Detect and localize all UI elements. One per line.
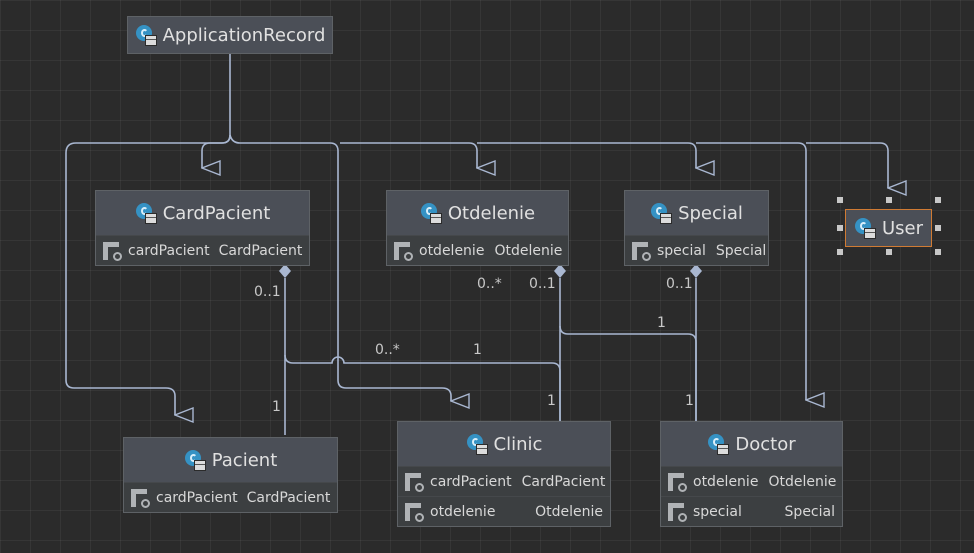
field-name: special [693,503,742,520]
selection-handle[interactable] [837,225,843,231]
field-type: Special [784,503,835,520]
class-name: Doctor [735,433,796,455]
field-row[interactable]: cardPacient CardPacient [96,235,309,265]
inheritance-edge-cardpacient [202,134,231,168]
inheritance-edge-doctor [696,142,806,400]
field-name: cardPacient [156,489,238,506]
multiplicity-label: 1 [657,315,666,331]
class-name: User [881,217,924,239]
multiplicity-label: 1 [473,342,482,358]
field-name: cardPacient [128,242,210,259]
field-icon [103,241,122,261]
class-node-user[interactable]: User [845,209,932,247]
field-type: Otdelenie [535,503,603,520]
composition-diamond-cardpacient [279,264,291,278]
field-type: Special [715,242,767,259]
multiplicity-label: 0..* [375,342,400,358]
selection-handle[interactable] [935,249,941,255]
field-type: Otdelenie [494,242,563,259]
class-node-otdelenie[interactable]: Otdelenie otdelenie Otdelenie [386,190,569,266]
selection-handle[interactable] [886,197,892,203]
field-row[interactable]: cardPacient CardPacient [124,482,337,512]
inheritance-edge-clinic [229,134,451,401]
field-row[interactable]: special Special [625,235,768,265]
field-name: cardPacient [430,473,512,490]
class-name: Pacient [211,449,278,471]
inheritance-edge-user [806,142,888,188]
multiplicity-label: 0..* [477,276,502,292]
field-name: otdelenie [419,242,485,259]
class-name: CardPacient [162,202,271,224]
field-name: otdelenie [430,503,496,520]
selection-handle[interactable] [935,225,941,231]
field-icon [394,241,413,261]
selection-handle[interactable] [837,197,843,203]
class-icon [466,433,488,455]
field-type: Otdelenie [768,473,837,490]
field-name: otdelenie [693,473,759,490]
class-name: Clinic [493,433,543,455]
multiplicity-label: 0..1 [254,284,281,300]
field-icon [405,472,424,492]
inheritance-edge-special [477,142,696,168]
class-icon [420,202,442,224]
inheritance-edge-otdelenie [340,142,477,168]
class-name: ApplicationRecord [162,24,326,46]
class-node-doctor[interactable]: Doctor otdelenie Otdelenie special Speci… [660,421,843,527]
field-row[interactable]: special Special [661,496,842,526]
selection-handle[interactable] [935,197,941,203]
selection-handle[interactable] [886,249,892,255]
selection-handle[interactable] [837,249,843,255]
class-name: Special [678,202,743,224]
class-icon [135,24,157,46]
multiplicity-label: 1 [547,393,556,409]
field-icon [131,488,150,508]
class-node-special[interactable]: Special special Special [624,190,769,266]
class-node-cardpacient[interactable]: CardPacient cardPacient CardPacient [95,190,310,266]
multiplicity-label: 0..1 [529,276,556,292]
field-icon [668,472,687,492]
field-row[interactable]: otdelenie Otdelenie [398,496,610,526]
class-icon [707,433,730,455]
class-icon [854,217,876,239]
field-row[interactable]: cardPacient CardPacient [398,466,610,496]
field-icon [405,502,424,522]
field-row[interactable]: otdelenie Otdelenie [387,235,568,265]
field-name: special [657,242,706,259]
multiplicity-label: 0..1 [666,276,693,292]
multiplicity-label: 1 [272,399,281,415]
field-icon [668,502,687,522]
multiplicity-label: 1 [685,393,694,409]
class-icon [184,449,206,471]
field-type: CardPacient [218,242,303,259]
field-icon [632,241,651,261]
class-node-clinic[interactable]: Clinic cardPacient CardPacient otdelenie… [397,421,611,527]
class-node-applicationrecord[interactable]: ApplicationRecord [127,16,333,54]
class-icon [650,202,673,224]
assoc-cardpacient-clinic [284,354,561,421]
assoc-otdelenie-doctor [559,325,697,421]
field-type: CardPacient [521,473,606,490]
field-type: CardPacient [246,489,331,506]
composition-diamond-otdelenie [554,264,566,278]
class-node-pacient[interactable]: Pacient cardPacient CardPacient [123,437,338,513]
class-icon [135,202,157,224]
field-row[interactable]: otdelenie Otdelenie [661,466,842,496]
class-name: Otdelenie [447,202,536,224]
